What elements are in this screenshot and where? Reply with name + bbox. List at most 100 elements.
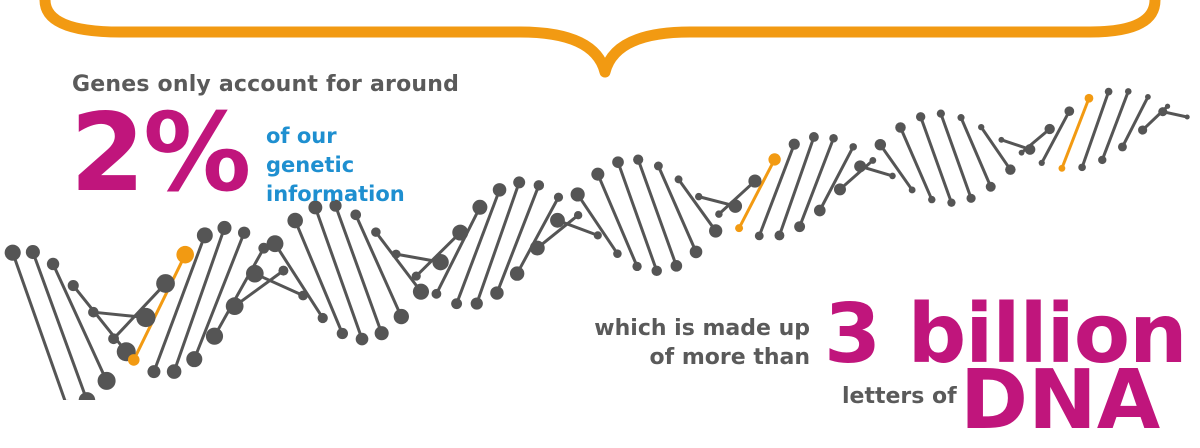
helix-node [156,274,175,293]
helix-node [869,157,876,164]
helix-node [809,132,819,142]
helix-node [654,162,663,171]
helix-node [147,365,160,378]
helix-node [451,298,462,309]
helix-node [574,211,582,219]
helix-node [554,193,563,202]
helix-node [937,110,945,118]
helix-node [854,160,866,172]
caption-line: genetic [266,151,405,180]
helix-node [1138,125,1147,134]
helix-node [755,231,764,240]
helix-rung [820,147,853,211]
helix-node [108,333,119,344]
helix-rung [880,145,912,190]
helix-node [1105,88,1113,96]
helix-node [633,155,643,165]
helix-node [68,280,79,291]
helix-node [432,254,448,270]
helix-node [895,122,906,133]
helix-rung [275,244,323,318]
helix-node [909,187,916,194]
caption-line: of our [266,122,405,151]
helix-node [167,364,182,379]
helix-node [452,225,468,241]
helix-node [298,291,308,301]
helix-node [490,286,503,299]
helix-node [5,245,21,261]
helix-node [136,308,155,327]
helix-node [1039,160,1045,166]
helix-node [671,260,683,272]
helix-node [1085,94,1094,103]
helix-node [986,182,996,192]
helix-node [1145,94,1151,100]
helix-node [1005,164,1015,174]
helix-node [875,139,886,150]
helix-node [916,112,925,121]
helix-node [1025,144,1036,155]
helix-node [966,194,975,203]
genes-percentage: 2% [70,100,249,208]
helix-node [412,272,421,281]
helix-node [794,221,805,232]
helix-node [1165,104,1170,109]
helix-node [226,297,244,315]
helix-rung [981,127,1010,170]
helix-node [591,168,604,181]
helix-node [128,354,140,366]
helix-node [789,139,800,150]
helix-rung [376,232,421,291]
helix-node [748,174,761,187]
made-up-line: which is made up [560,314,810,343]
helix-node [471,297,483,309]
helix-node [1045,124,1055,134]
helix-rung [779,137,813,235]
helix-node [768,153,780,165]
helix-node [278,266,288,276]
helix-rung [961,118,991,187]
helix-rung [53,264,107,381]
helix-node [651,266,661,276]
helix-node [246,265,264,283]
helix-node [186,351,202,367]
helix-rung [73,286,126,352]
helix-node [510,266,524,280]
helix-node [829,134,838,143]
helix-node [947,199,955,207]
helix-node [594,231,602,239]
made-up-line: of more than [560,343,810,372]
helix-node [978,124,984,130]
helix-node [392,250,401,259]
helix-node [493,183,507,197]
helix-node [356,333,369,346]
dna-word: DNA [960,360,1160,442]
helix-node [413,284,429,300]
helix-node [695,193,702,200]
helix-node [998,137,1004,143]
helix-node [1098,156,1106,164]
helix-node [612,156,624,168]
helix-node [238,227,250,239]
helix-node [176,246,194,264]
helix-node [1078,164,1086,172]
helix-node [472,200,487,215]
helix-node [287,213,303,229]
percentage-caption: of our genetic information [266,122,405,209]
helix-rung [33,252,87,400]
helix-node [928,196,935,203]
helix-node [206,328,223,345]
helix-node [550,213,565,228]
helix-node [375,326,389,340]
helix-node [690,246,703,259]
helix-node [267,235,284,252]
made-up-text: which is made up of more than [560,314,810,372]
helix-node [729,199,742,212]
helix-node [1125,88,1132,95]
helix-node [709,224,722,237]
helix-node [394,309,409,324]
helix-rung [739,159,775,228]
helix-node [571,187,585,201]
helix-node [1019,150,1025,156]
helix-node [98,372,116,390]
